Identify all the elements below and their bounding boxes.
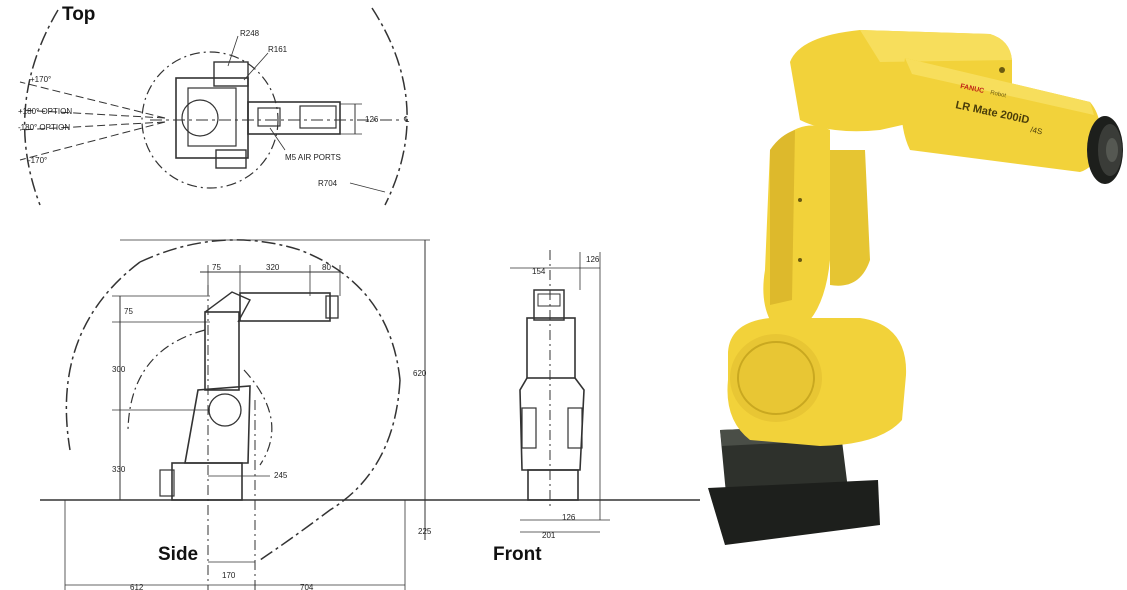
robot-arm-photo: FANUC Robot LR Mate 200iD /4S xyxy=(708,30,1123,545)
top-view-drawing xyxy=(19,7,408,206)
side-view-labels: 75 320 80 75 300 330 620 245 225 170 612… xyxy=(112,263,432,590)
label-300: 300 xyxy=(112,365,126,374)
top-view-title: Top xyxy=(62,4,96,25)
label-170: 170 xyxy=(222,571,236,580)
label-126-top: 126 xyxy=(365,115,379,124)
label-80: 80 xyxy=(322,263,331,272)
label-245: 245 xyxy=(274,471,288,480)
label-225: 225 xyxy=(418,527,432,536)
label-320: 320 xyxy=(266,263,280,272)
side-view-title: Side xyxy=(158,544,199,565)
label-air-ports: M5 AIR PORTS xyxy=(285,153,341,162)
label-r248: R248 xyxy=(240,29,260,38)
label-126-front-bottom: 126 xyxy=(562,513,576,522)
label-201: 201 xyxy=(542,531,556,540)
front-view-drawing xyxy=(510,250,610,533)
robot-brand-text: FANUC xyxy=(960,83,985,95)
label-75-side: 75 xyxy=(124,307,133,316)
label-330: 330 xyxy=(112,465,126,474)
label-75-top: 75 xyxy=(212,263,221,272)
label-centerline: ℄ xyxy=(403,115,410,124)
bolt-detail xyxy=(999,67,1005,73)
front-view-labels: 154 126 126 201 xyxy=(532,255,600,540)
top-view-labels: +170° +180° OPTION -180° OPTION -170° R2… xyxy=(18,29,410,188)
label-154: 154 xyxy=(532,267,546,276)
label-minus-180-option: -180° OPTION xyxy=(18,123,70,132)
label-minus-170: -170° xyxy=(28,156,47,165)
label-704: 704 xyxy=(300,583,314,590)
label-r704: R704 xyxy=(318,179,338,188)
robot-variant-text: /4S xyxy=(1030,125,1044,136)
label-plus-180-option: +180° OPTION xyxy=(18,107,72,116)
front-view-title: Front xyxy=(493,544,542,565)
label-126-front-top: 126 xyxy=(586,255,600,264)
robot-brand-subtext: Robot xyxy=(990,90,1007,99)
label-plus-170: +170° xyxy=(30,75,51,84)
label-r161: R161 xyxy=(268,45,288,54)
side-view-drawing xyxy=(40,239,700,590)
label-612: 612 xyxy=(130,583,144,590)
label-620: 620 xyxy=(413,369,427,378)
